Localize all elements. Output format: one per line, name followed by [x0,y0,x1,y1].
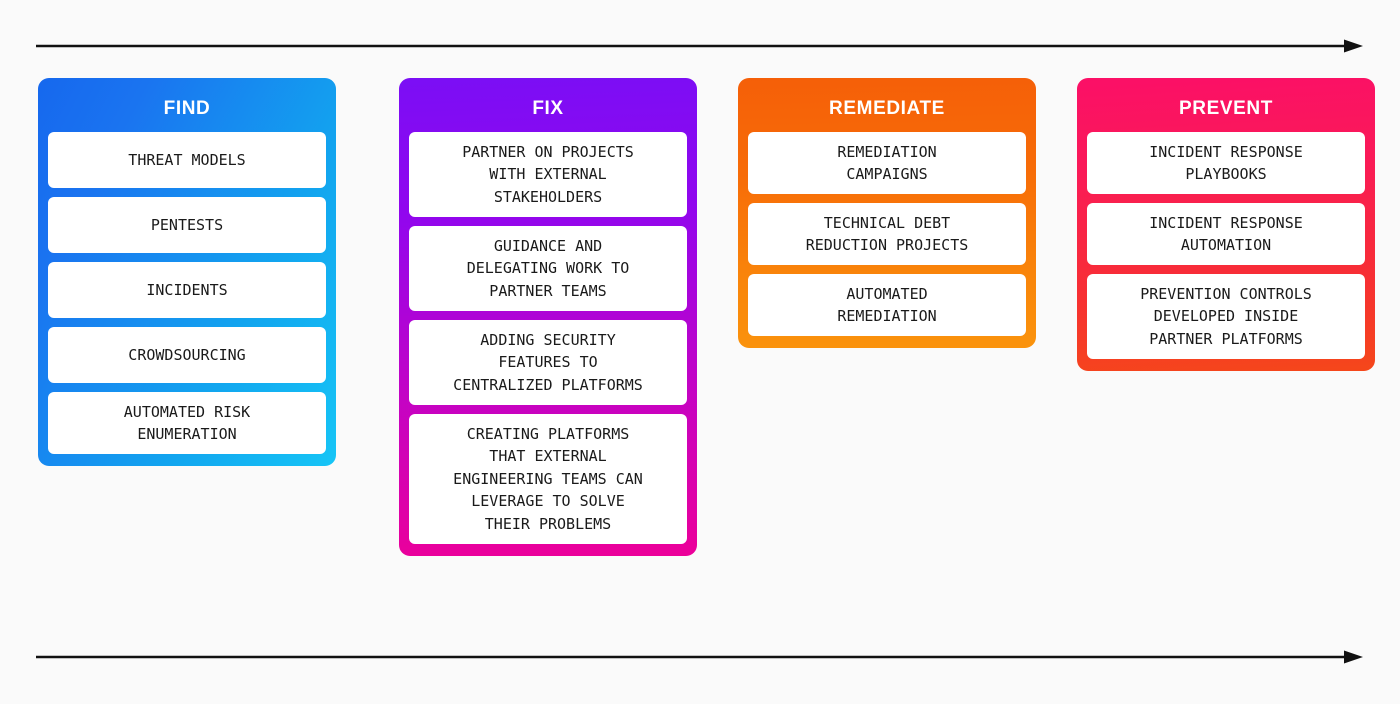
stage-card-prevent[interactable]: PREVENT INCIDENT RESPONSE PLAYBOOKS INCI… [1077,78,1375,371]
stage-title-prevent: PREVENT [1179,98,1273,119]
stage-slot-remediate: REMEDIATE REMEDIATION CAMPAIGNS TECHNICA… [722,78,1052,348]
stage-items-prevent: INCIDENT RESPONSE PLAYBOOKS INCIDENT RES… [1087,132,1365,359]
list-item[interactable]: TECHNICAL DEBT REDUCTION PROJECTS [748,203,1026,265]
list-item[interactable]: REMEDIATION CAMPAIGNS [748,132,1026,194]
list-item[interactable]: PREVENTION CONTROLS DEVELOPED INSIDE PAR… [1087,274,1365,359]
list-item[interactable]: GUIDANCE AND DELEGATING WORK TO PARTNER … [409,226,687,311]
list-item[interactable]: ADDING SECURITY FEATURES TO CENTRALIZED … [409,320,687,405]
process-flow-arrow-top [36,39,1364,53]
list-item[interactable]: CREATING PLATFORMS THAT EXTERNAL ENGINEE… [409,414,687,544]
list-item[interactable]: INCIDENTS [48,262,326,318]
stage-card-remediate[interactable]: REMEDIATE REMEDIATION CAMPAIGNS TECHNICA… [738,78,1036,348]
stage-columns: FIND THREAT MODELS PENTESTS INCIDENTS CR… [0,78,1400,556]
stage-title-find: FIND [163,98,211,119]
list-item[interactable]: THREAT MODELS [48,132,326,188]
stage-slot-fix: FIX PARTNER ON PROJECTS WITH EXTERNAL ST… [374,78,722,556]
stage-items-fix: PARTNER ON PROJECTS WITH EXTERNAL STAKEH… [409,132,687,544]
stage-slot-prevent: PREVENT INCIDENT RESPONSE PLAYBOOKS INCI… [1052,78,1400,371]
list-item[interactable]: PARTNER ON PROJECTS WITH EXTERNAL STAKEH… [409,132,687,217]
stage-items-find: THREAT MODELS PENTESTS INCIDENTS CROWDSO… [48,132,326,454]
stage-title-fix: FIX [532,98,564,119]
list-item[interactable]: INCIDENT RESPONSE AUTOMATION [1087,203,1365,265]
stage-title-remediate: REMEDIATE [829,98,945,119]
stage-slot-find: FIND THREAT MODELS PENTESTS INCIDENTS CR… [0,78,374,466]
list-item[interactable]: PENTESTS [48,197,326,253]
list-item[interactable]: AUTOMATED RISK ENUMERATION [48,392,326,454]
stage-items-remediate: REMEDIATION CAMPAIGNS TECHNICAL DEBT RED… [748,132,1026,336]
stage-card-fix[interactable]: FIX PARTNER ON PROJECTS WITH EXTERNAL ST… [399,78,697,556]
list-item[interactable]: INCIDENT RESPONSE PLAYBOOKS [1087,132,1365,194]
list-item[interactable]: CROWDSOURCING [48,327,326,383]
list-item[interactable]: AUTOMATED REMEDIATION [748,274,1026,336]
process-flow-arrow-bottom [36,650,1364,664]
stage-card-find[interactable]: FIND THREAT MODELS PENTESTS INCIDENTS CR… [38,78,336,466]
